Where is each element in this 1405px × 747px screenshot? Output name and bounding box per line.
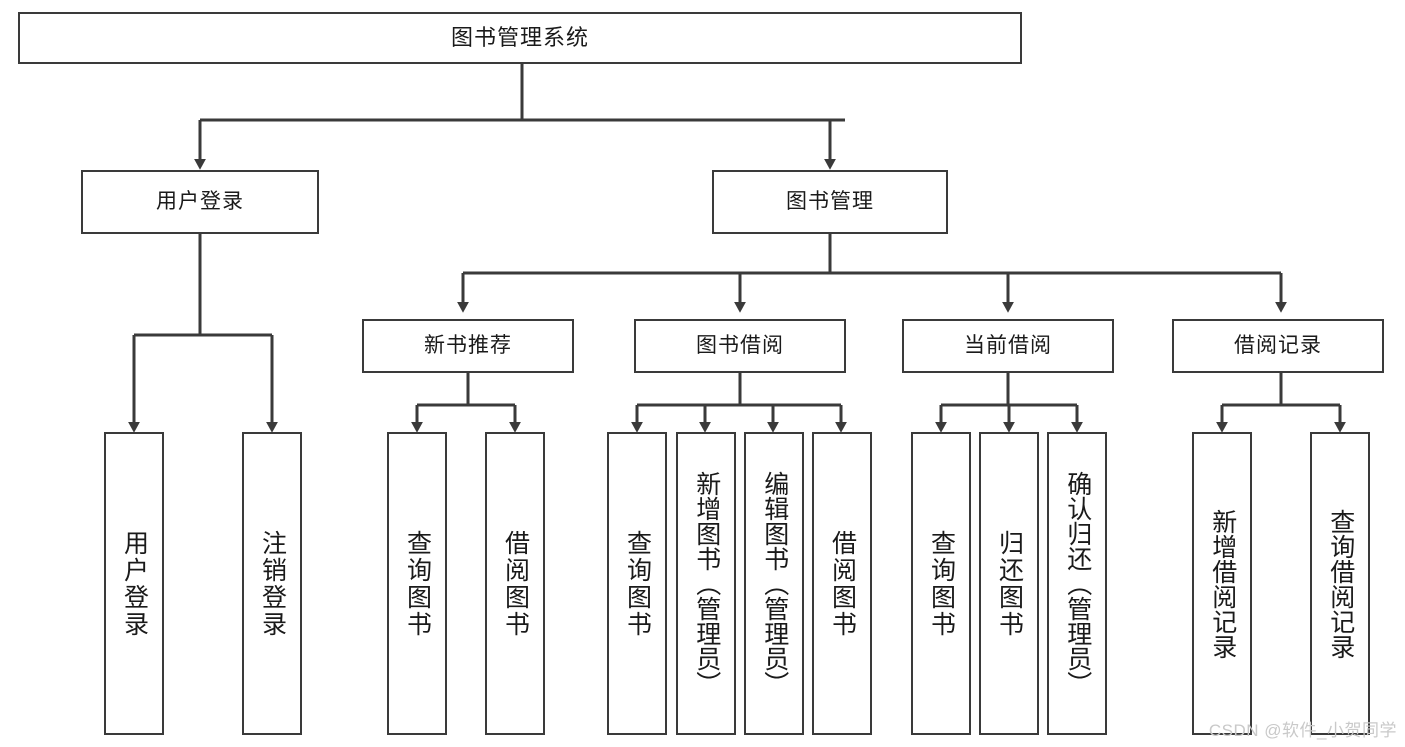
- leaf-recommend-borrow-book[interactable]: 借阅图书: [485, 432, 545, 735]
- node-label: 图书管理系统: [450, 25, 589, 51]
- node-root-system[interactable]: 图书管理系统: [18, 12, 1022, 64]
- node-label: 图书管理: [786, 189, 874, 213]
- leaf-user-logout[interactable]: 注销登录: [242, 432, 302, 735]
- node-label: 查询借阅记录: [1326, 508, 1355, 659]
- node-label: 新增图书（管理员）: [692, 471, 721, 696]
- node-label: 编辑图书（管理员）: [760, 471, 789, 696]
- node-new-book-recommend[interactable]: 新书推荐: [362, 319, 574, 373]
- node-label: 借阅图书: [828, 529, 857, 638]
- node-label: 新增借阅记录: [1208, 508, 1237, 659]
- leaf-record-query-borrow-record[interactable]: 查询借阅记录: [1310, 432, 1370, 735]
- leaf-user-login[interactable]: 用户登录: [104, 432, 164, 735]
- node-current-borrow[interactable]: 当前借阅: [902, 319, 1114, 373]
- leaf-record-add-borrow-record[interactable]: 新增借阅记录: [1192, 432, 1252, 735]
- node-label: 新书推荐: [424, 333, 512, 357]
- leaf-borrow-query-book[interactable]: 查询图书: [607, 432, 667, 735]
- node-label: 借阅图书: [501, 529, 530, 638]
- node-label: 图书借阅: [696, 333, 784, 357]
- node-label: 用户登录: [120, 529, 149, 638]
- watermark: CSDN @软件_小贺同学: [1208, 721, 1397, 740]
- leaf-borrow-edit-book-admin[interactable]: 编辑图书（管理员）: [744, 432, 804, 735]
- node-book-management[interactable]: 图书管理: [712, 170, 948, 234]
- node-label: 借阅记录: [1234, 333, 1322, 357]
- node-label: 查询图书: [403, 529, 432, 638]
- node-label: 确认归还（管理员）: [1063, 471, 1092, 696]
- leaf-borrow-borrow-book[interactable]: 借阅图书: [812, 432, 872, 735]
- node-user-login[interactable]: 用户登录: [81, 170, 319, 234]
- node-label: 查询图书: [927, 529, 956, 638]
- leaf-current-query-book[interactable]: 查询图书: [911, 432, 971, 735]
- leaf-recommend-query-book[interactable]: 查询图书: [387, 432, 447, 735]
- node-borrow-record[interactable]: 借阅记录: [1172, 319, 1384, 373]
- node-label: 注销登录: [258, 529, 287, 638]
- node-label: 查询图书: [623, 529, 652, 638]
- node-book-borrow[interactable]: 图书借阅: [634, 319, 846, 373]
- leaf-current-return-book[interactable]: 归还图书: [979, 432, 1039, 735]
- node-label: 当前借阅: [964, 333, 1052, 357]
- leaf-current-confirm-return-admin[interactable]: 确认归还（管理员）: [1047, 432, 1107, 735]
- node-label: 归还图书: [995, 529, 1024, 638]
- leaf-borrow-add-book-admin[interactable]: 新增图书（管理员）: [676, 432, 736, 735]
- node-label: 用户登录: [156, 189, 244, 213]
